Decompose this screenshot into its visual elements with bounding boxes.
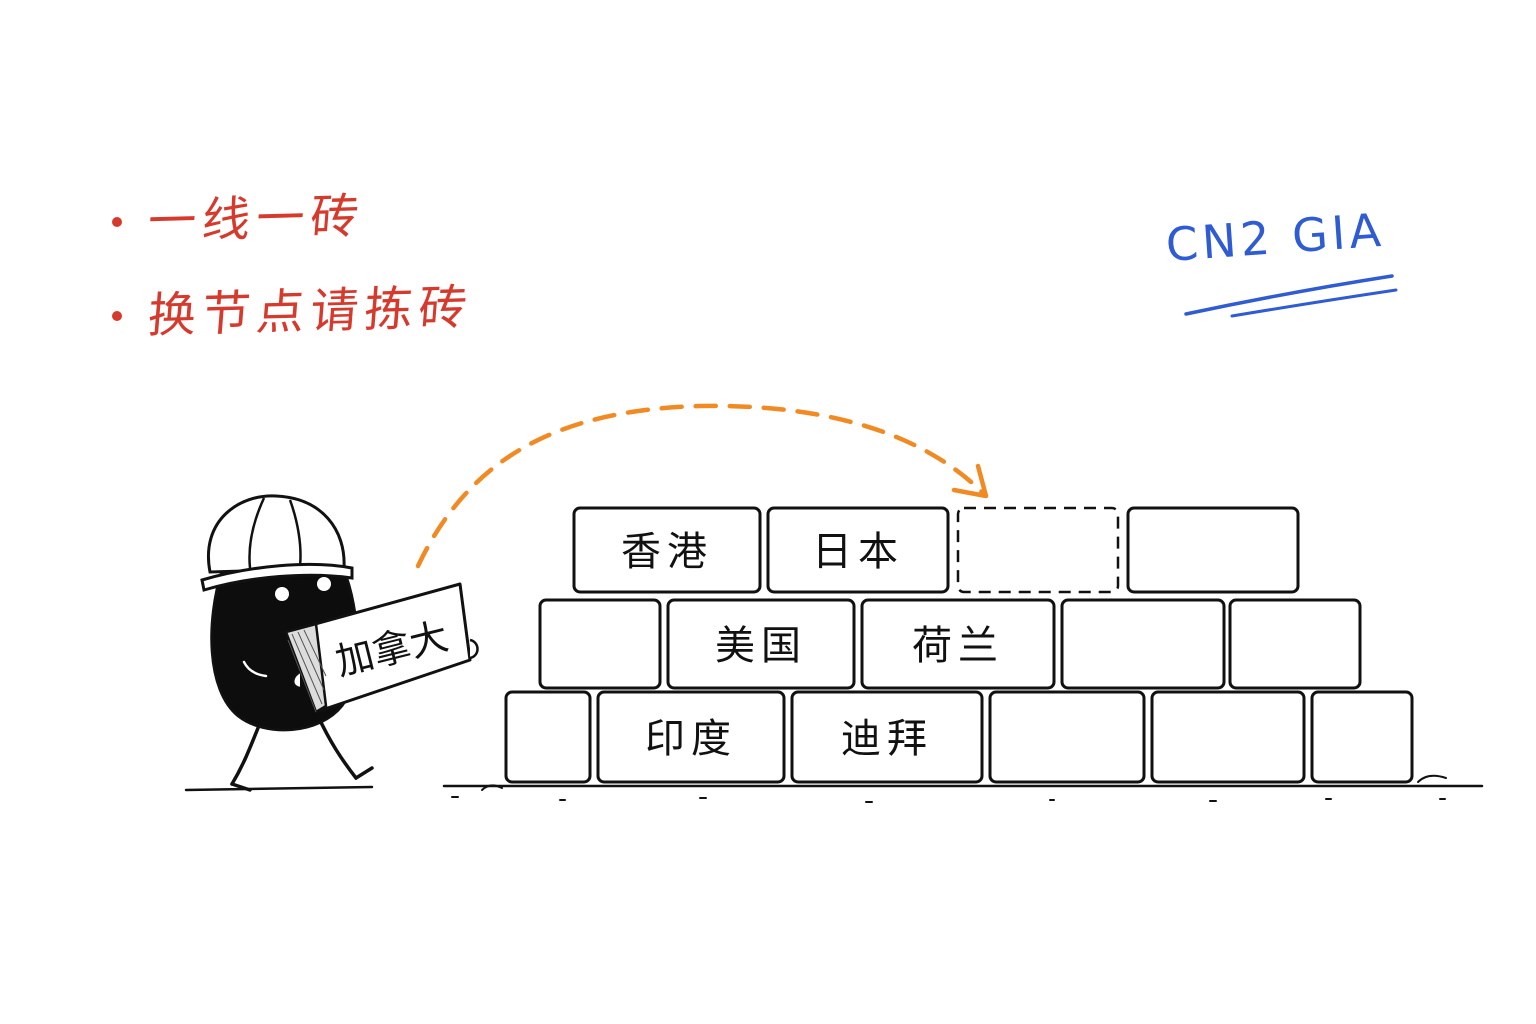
bullet-dot-icon [112, 311, 122, 321]
brick: 日本 [766, 506, 950, 594]
brick [988, 690, 1146, 784]
note-item: 换节点请拣砖 [112, 280, 475, 348]
note-item: 一线一砖 [112, 188, 472, 254]
brick: 荷兰 [860, 598, 1056, 690]
brick-label: 香港 [621, 529, 713, 575]
brick [504, 690, 592, 784]
brick-label: 日本 [812, 529, 904, 575]
brick-label: 印度 [645, 716, 737, 762]
brick [1228, 598, 1362, 690]
hard-hat-worker-icon: 加拿大 [200, 494, 479, 792]
brick: 美国 [666, 598, 856, 690]
brick: 香港 [572, 506, 762, 594]
brick-label: 迪拜 [841, 716, 933, 762]
brick [1150, 690, 1306, 784]
brick [538, 598, 662, 690]
dashed-curved-arrow-icon [415, 403, 989, 569]
brick-label: 荷兰 [912, 623, 1004, 669]
brick: 印度 [596, 690, 786, 784]
brick [1310, 690, 1414, 784]
notes-list: 一线一砖 换节点请拣砖 [112, 188, 475, 378]
brick-label: 美国 [715, 623, 807, 669]
bullet-dot-icon [112, 217, 122, 227]
empty-brick-slot [956, 506, 1120, 594]
brick [1060, 598, 1226, 690]
brick [1126, 506, 1300, 594]
brick: 迪拜 [790, 690, 984, 784]
tag-underline [1184, 274, 1398, 318]
ground [184, 774, 1484, 803]
